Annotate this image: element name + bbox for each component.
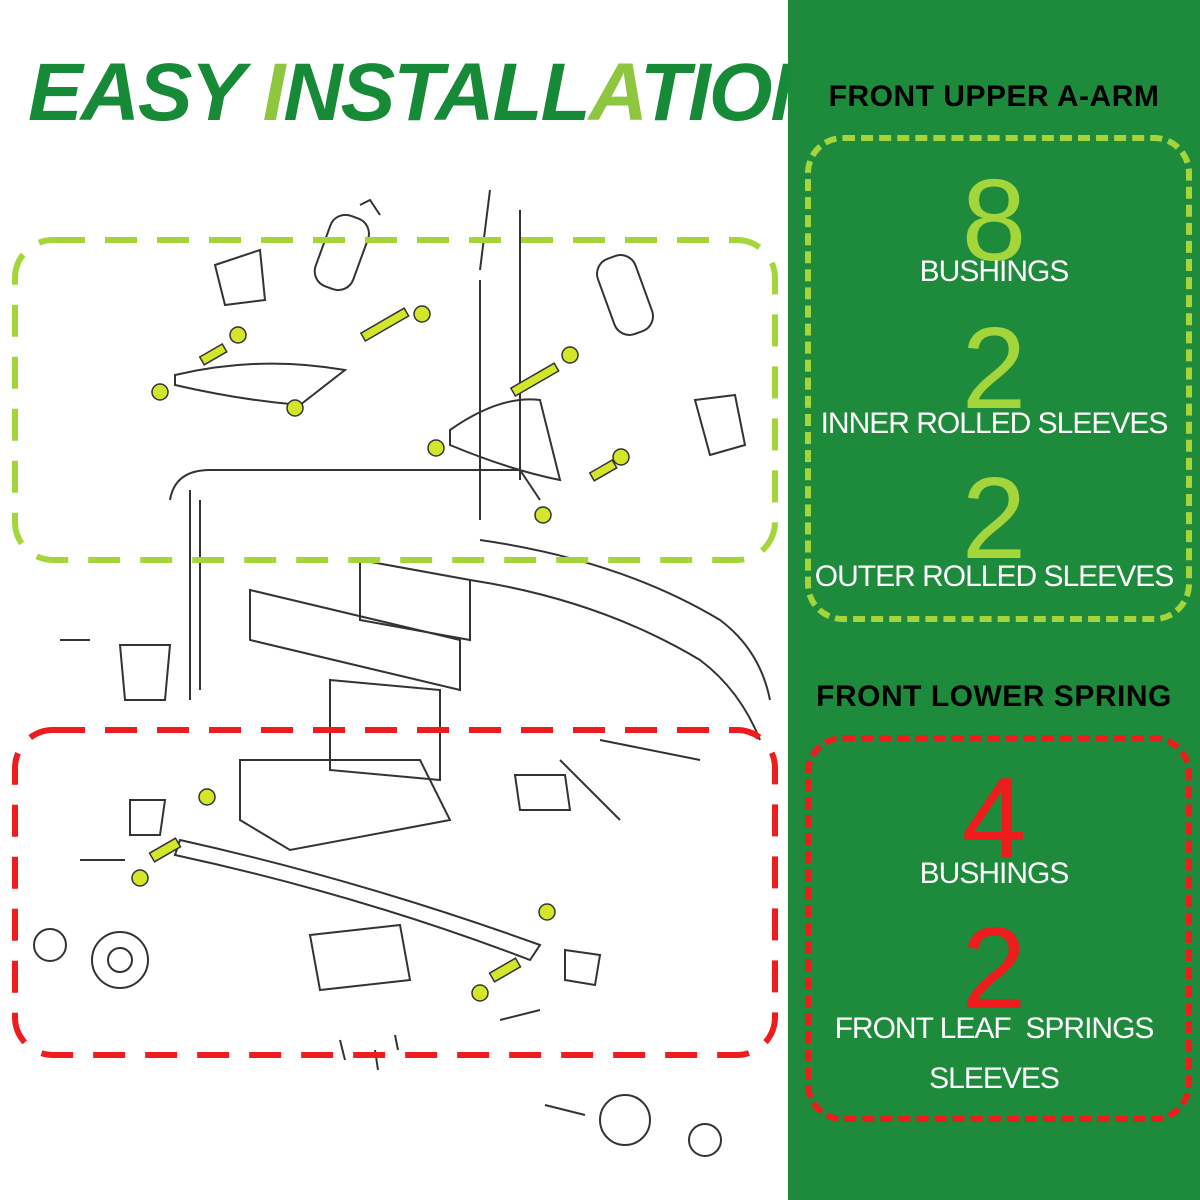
headline-highlight-letter: A xyxy=(588,47,642,138)
headline-highlight-letter: I xyxy=(262,47,286,138)
label-outer-sleeves: OUTER ROLLED SLEEVES xyxy=(814,560,1174,593)
mount-plate xyxy=(359,558,471,642)
spring-bushing-highlight xyxy=(538,903,556,921)
dust-cap-left xyxy=(33,928,67,962)
shock-mount-left xyxy=(359,198,381,216)
diagram-area: EASY INSTALLATION xyxy=(12,47,830,1157)
dust-cap-right xyxy=(688,1123,722,1157)
spindle-upper-right xyxy=(513,774,572,811)
count-leaf-spring-sleeves: 2 xyxy=(961,903,1027,1033)
upper-parts-box xyxy=(805,135,1192,622)
spring-bushing-highlight xyxy=(471,984,489,1002)
wheel-hub-center xyxy=(107,947,133,973)
bushing-highlight xyxy=(534,506,552,524)
inner-sleeve-highlight xyxy=(359,307,410,342)
shock-absorber-left xyxy=(313,213,370,292)
parts-list-panel xyxy=(788,0,1200,1200)
wheel-hub-left xyxy=(91,931,149,989)
section-title-upper: FRONT UPPER A-ARM xyxy=(828,80,1160,113)
upper-a-arm-left xyxy=(174,362,348,407)
upper-a-arm-right xyxy=(449,398,562,482)
label-upper-bushings: BUSHINGS xyxy=(919,255,1070,288)
label-leaf-spring-sleeves: FRONT LEAF SPRINGS xyxy=(834,1012,1155,1045)
headline-part: EASY xyxy=(28,47,263,138)
label-leaf-spring-sleeves-line2: SLEEVES xyxy=(929,1062,1060,1095)
bushing-highlight xyxy=(413,305,431,323)
leaf-spring xyxy=(173,838,542,962)
exploded-parts-diagram xyxy=(12,189,778,1157)
section-title-lower: FRONT LOWER SPRING xyxy=(816,680,1172,713)
bracket-plate xyxy=(249,588,461,692)
body-frame-line xyxy=(189,490,201,700)
center-bracket xyxy=(329,678,441,782)
lower-parts-box xyxy=(805,735,1192,1122)
body-frame-line xyxy=(479,539,771,701)
count-outer-sleeves: 2 xyxy=(961,453,1027,583)
count-upper-bushings: 8 xyxy=(961,155,1027,285)
bushing-highlight xyxy=(612,448,630,466)
spindle-right xyxy=(564,948,602,987)
count-lower-bushings: 4 xyxy=(961,753,1027,883)
outer-sleeve-highlight xyxy=(588,459,618,482)
frame-box xyxy=(239,759,452,852)
upper-a-arm-callout xyxy=(12,237,778,563)
leader-line xyxy=(479,189,521,520)
bolt xyxy=(60,639,586,1116)
count-inner-sleeves: 2 xyxy=(961,303,1027,433)
bushing-highlight xyxy=(151,383,169,401)
shock-absorber-right xyxy=(596,254,654,336)
leaf-spring-sleeve-highlight xyxy=(148,837,182,863)
bushing-highlight xyxy=(561,346,579,364)
wheel-hub-right xyxy=(599,1094,651,1146)
spindle-left xyxy=(129,799,167,836)
label-inner-sleeves: INNER ROLLED SLEEVES xyxy=(820,407,1169,440)
spring-bushing-highlight xyxy=(198,788,216,806)
bushing-highlight xyxy=(286,399,304,417)
body-frame-line xyxy=(169,469,541,501)
inner-sleeve-highlight xyxy=(509,362,560,397)
body-frame-line xyxy=(559,739,701,821)
upper-knuckle-right xyxy=(693,393,747,457)
outer-sleeve-highlight xyxy=(198,343,228,366)
spindle-upper-left xyxy=(118,644,172,701)
lower-spring-callout xyxy=(12,727,778,1058)
bushing-highlight xyxy=(229,326,247,344)
spring-bushing-highlight xyxy=(131,869,149,887)
spring-plate xyxy=(308,923,412,992)
leaf-spring-sleeve-highlight xyxy=(488,957,522,983)
bushing-highlight xyxy=(427,439,445,457)
body-frame-line xyxy=(469,579,761,741)
headline-part: NSTALL xyxy=(283,47,590,138)
label-lower-bushings: BUSHINGS xyxy=(919,857,1070,890)
upper-knuckle-left xyxy=(213,248,267,307)
